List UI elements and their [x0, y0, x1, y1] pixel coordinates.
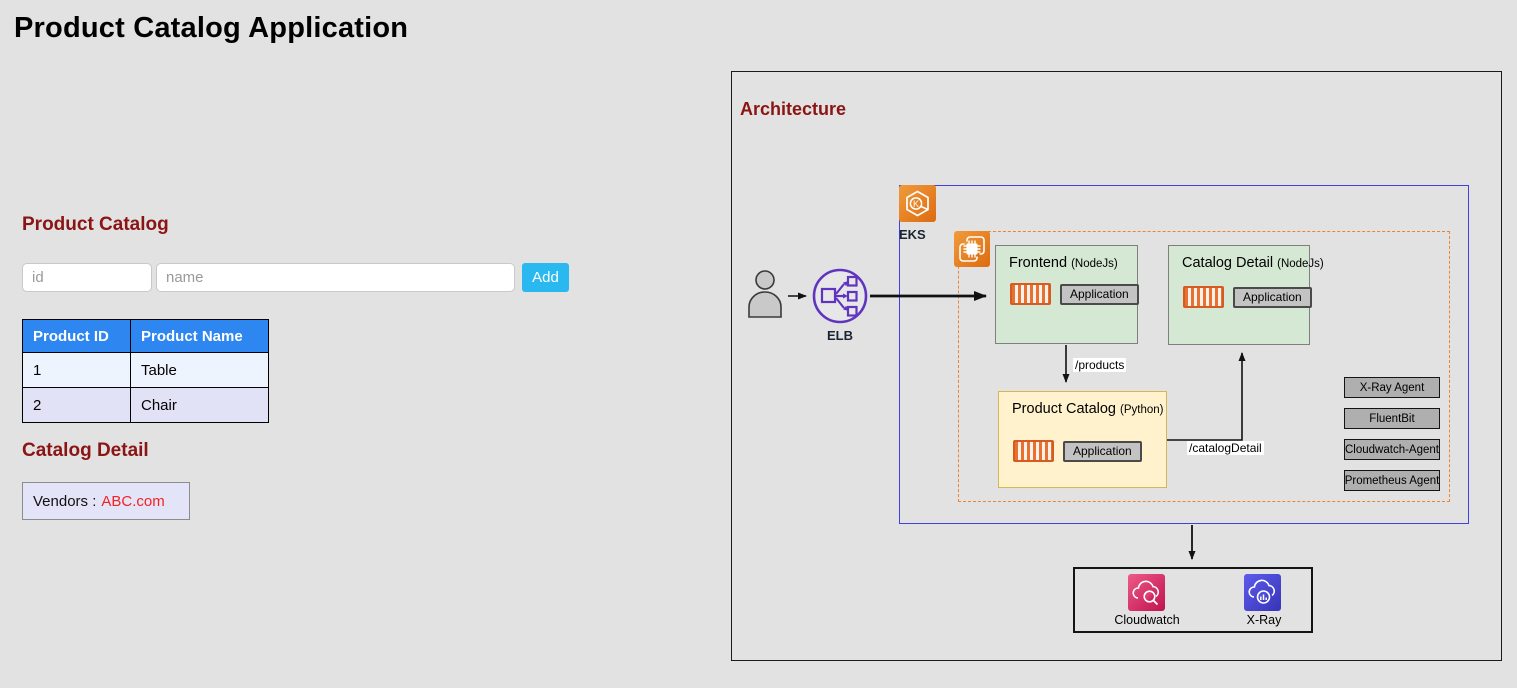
monitoring-box	[1073, 567, 1313, 633]
frontend-application-chip: Application	[1060, 283, 1139, 305]
table-row: 2 Chair	[22, 387, 269, 423]
xray-agent-chip: X-Ray Agent	[1344, 377, 1440, 398]
frontend-runtime: (NodeJs)	[1071, 258, 1118, 270]
cell-product-id: 1	[22, 352, 131, 388]
cell-product-name: Chair	[130, 387, 269, 423]
vendors-box: Vendors : ABC.com	[22, 482, 190, 520]
elb-icon	[812, 268, 868, 324]
col-product-name: Product Name	[130, 319, 269, 353]
cloudwatch-icon	[1128, 574, 1165, 611]
eks-cluster-boundary	[899, 185, 1469, 524]
prometheus-agent-chip: Prometheus Agent	[1344, 470, 1440, 491]
add-button[interactable]: Add	[522, 263, 569, 292]
product-name-input[interactable]	[156, 263, 515, 292]
cloudwatch-agent-chip: Cloudwatch-Agent	[1344, 439, 1440, 460]
xray-icon	[1244, 574, 1281, 611]
product-catalog-title: Product Catalog (Python)	[1012, 401, 1164, 417]
container-icon	[1183, 286, 1224, 308]
container-icon	[1013, 440, 1054, 462]
vendor-link[interactable]: ABC.com	[101, 492, 165, 510]
fluentbit-chip: FluentBit	[1344, 408, 1440, 429]
namespace-boundary	[958, 231, 1450, 502]
table-row: 1 Table	[22, 352, 269, 388]
route-products-label: /products	[1073, 358, 1127, 372]
eks-label: EKS	[899, 227, 926, 242]
frontend-service-box: Frontend (NodeJs) Application	[995, 245, 1139, 344]
product-id-input[interactable]	[22, 263, 152, 292]
container-icon	[1010, 283, 1051, 305]
route-catalogdetail-label: /catalogDetail	[1187, 441, 1264, 455]
architecture-diagram-frame	[731, 71, 1502, 661]
vendors-label: Vendors :	[33, 492, 97, 510]
pod-compute-icon	[954, 231, 990, 267]
catalog-detail-title: Catalog Detail (NodeJs)	[1182, 255, 1324, 271]
table-header-row: Product ID Product Name	[22, 319, 269, 353]
cloudwatch-label: Cloudwatch	[1114, 613, 1180, 627]
product-catalog-runtime: (Python)	[1120, 404, 1164, 416]
svg-text:K: K	[913, 199, 919, 209]
elb-label: ELB	[827, 328, 853, 343]
col-product-id: Product ID	[22, 319, 131, 353]
user-icon	[748, 270, 782, 318]
xray-label: X-Ray	[1246, 613, 1282, 627]
product-catalog-application-chip: Application	[1063, 440, 1142, 462]
catalog-detail-service-box: Catalog Detail (NodeJs) Application	[1168, 245, 1324, 345]
architecture-heading: Architecture	[740, 99, 847, 119]
page-title: Product Catalog Application	[14, 12, 409, 44]
cell-product-name: Table	[130, 352, 269, 388]
eks-icon: K	[899, 185, 936, 222]
product-catalog-service-box: Product Catalog (Python) Application	[998, 391, 1167, 488]
frontend-title: Frontend (NodeJs)	[1009, 255, 1118, 271]
catalog-detail-heading: Catalog Detail	[22, 440, 149, 461]
product-catalog-heading: Product Catalog	[22, 214, 169, 235]
catalog-detail-application-chip: Application	[1233, 286, 1312, 308]
cell-product-id: 2	[22, 387, 131, 423]
catalog-detail-runtime: (NodeJs)	[1277, 258, 1324, 270]
product-table: Product ID Product Name 1 Table 2 Chair	[22, 319, 269, 423]
